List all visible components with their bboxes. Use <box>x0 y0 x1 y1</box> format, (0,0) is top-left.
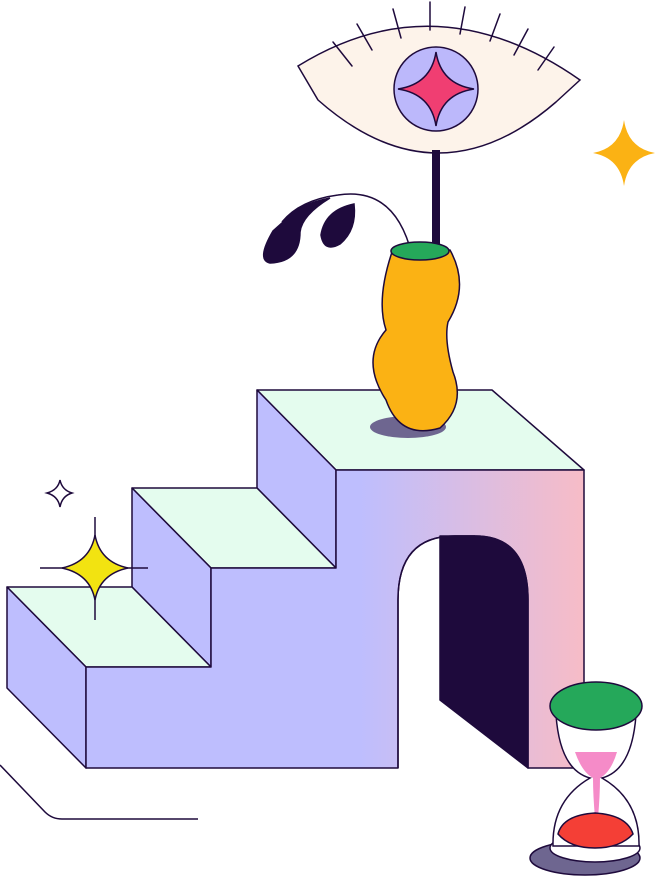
eye-stem <box>432 150 440 252</box>
sparkle-icon <box>593 120 655 186</box>
small-sparkle-icon <box>44 479 75 508</box>
eye-icon <box>296 1 582 154</box>
hourglass-icon <box>529 681 643 876</box>
hourglass-sand-top <box>575 752 617 818</box>
arch-opening <box>439 535 529 769</box>
vase-mouth <box>390 241 450 261</box>
hourglass-cap <box>549 681 643 731</box>
leaf-icon <box>263 193 413 264</box>
ground-lines <box>0 764 198 820</box>
vase-icon <box>372 241 461 432</box>
yellow-sparkle-icon <box>40 517 148 620</box>
staircase-arch-icon <box>6 389 585 769</box>
hourglass-sand-bottom <box>557 812 634 849</box>
four-point-star-icon <box>397 51 475 127</box>
